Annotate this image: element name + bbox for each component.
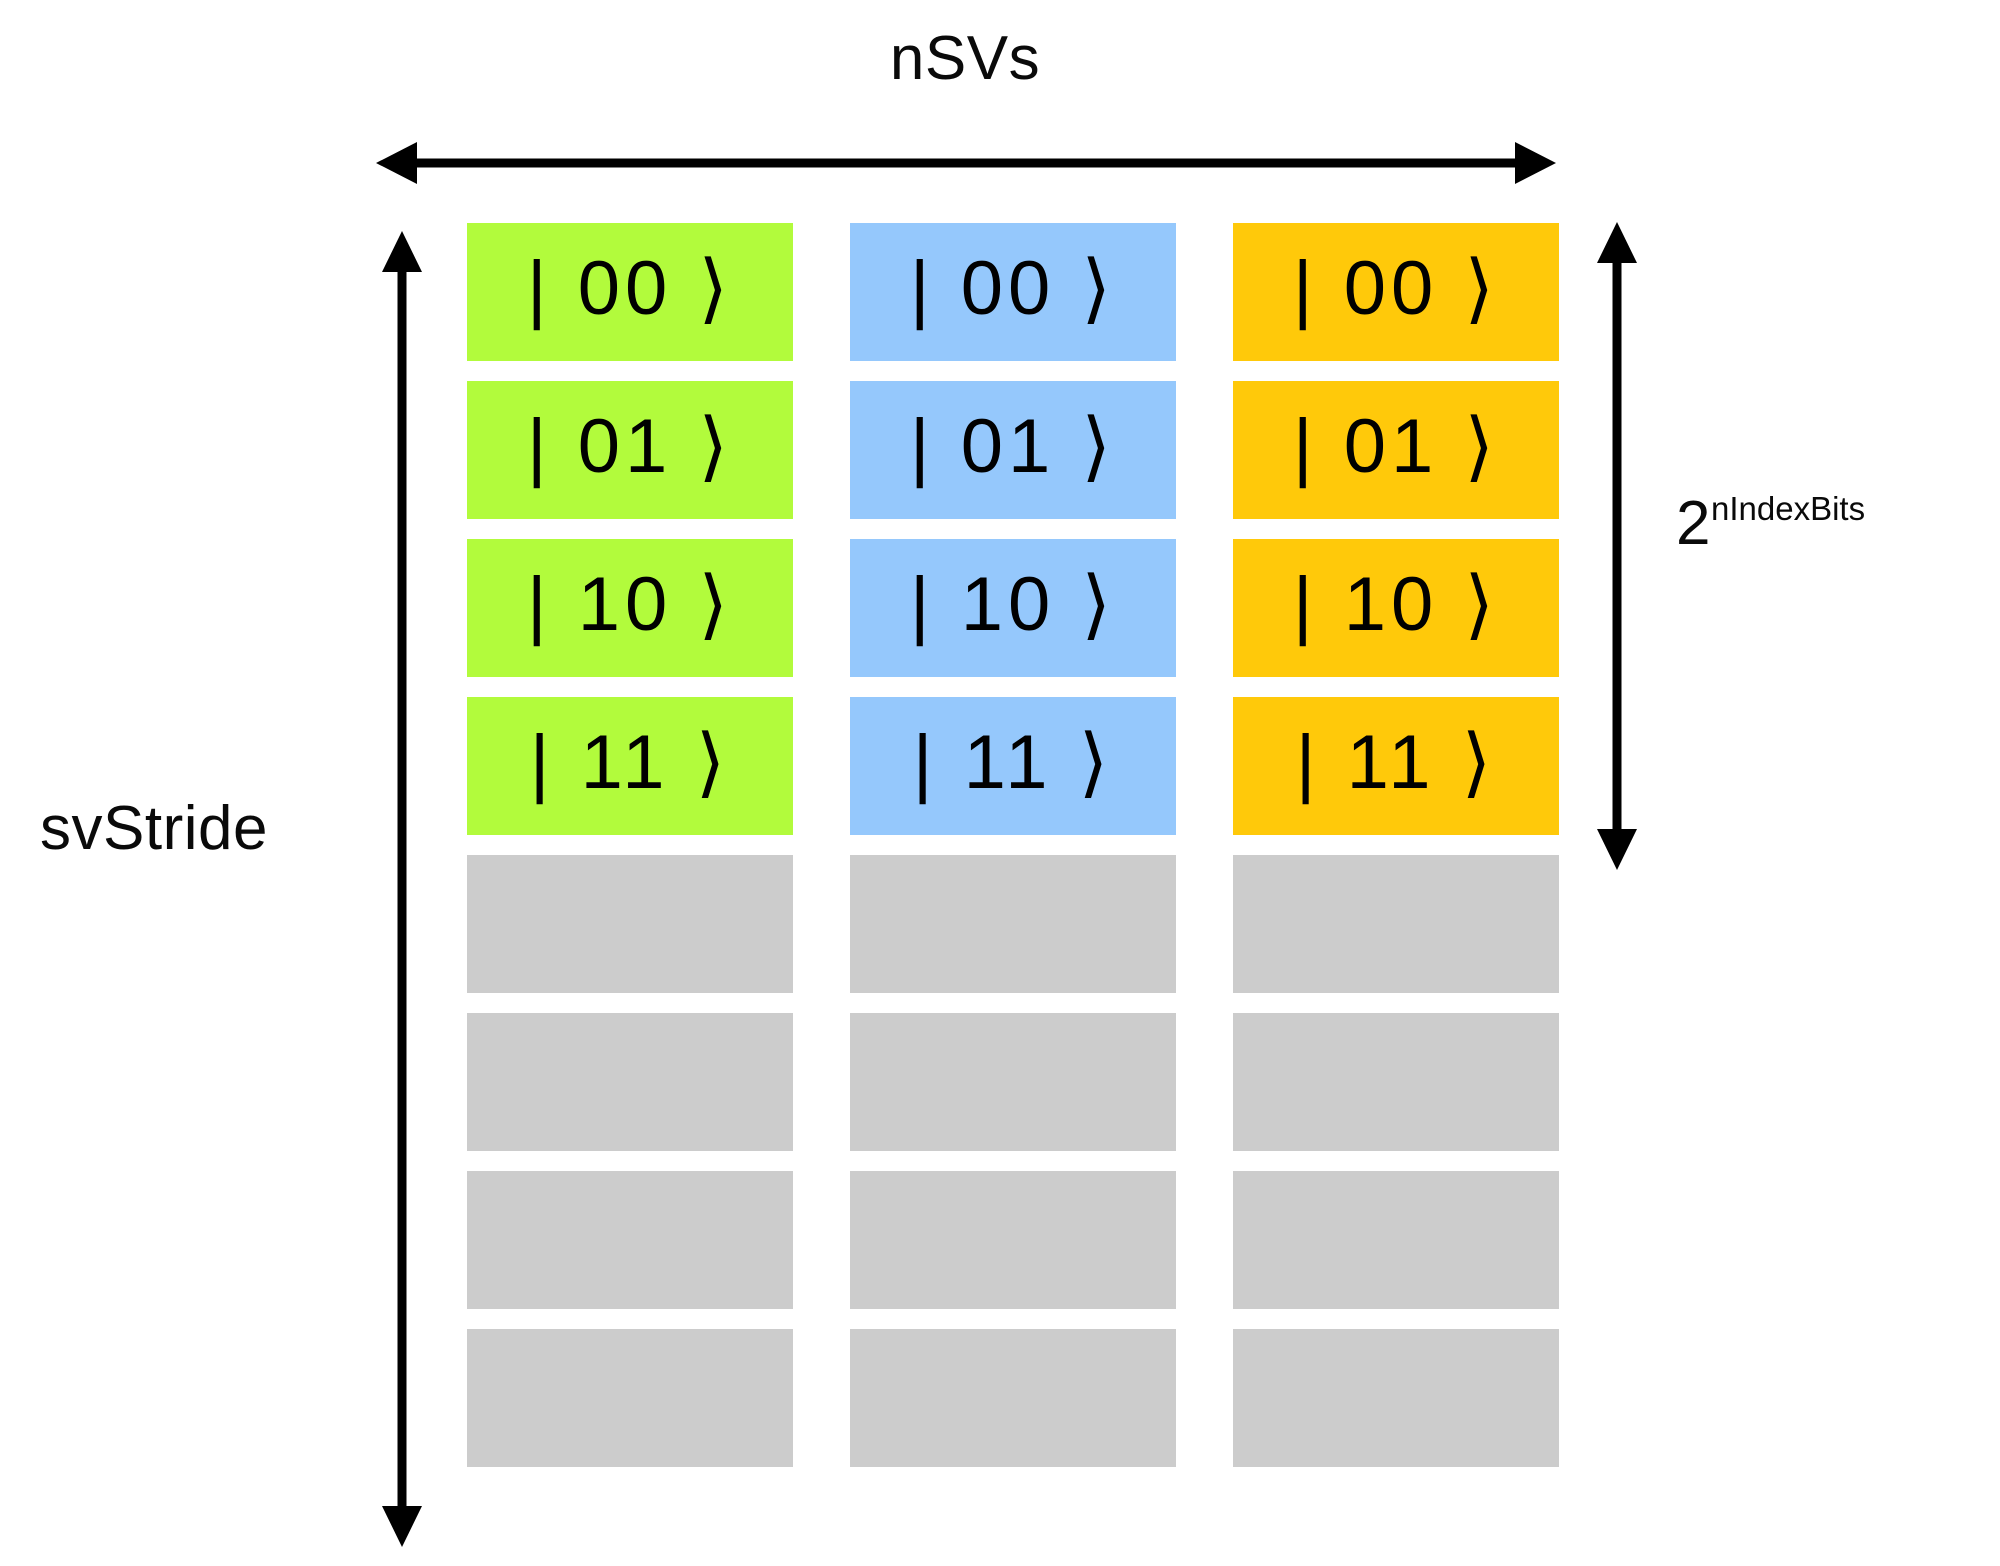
index-bits-arrow-head-top: [1597, 222, 1637, 263]
grid-row: | 00 ⟩ | 00 ⟩ | 00 ⟩: [467, 223, 1559, 361]
index-bits-base: 2: [1676, 489, 1711, 558]
cell-label: | 10 ⟩: [526, 562, 734, 647]
nsvs-span-arrow: [376, 142, 1556, 184]
cell-sv2-row5: [1233, 1013, 1559, 1151]
cell-sv2-row7: [1233, 1329, 1559, 1467]
grid-row-padding: [467, 1013, 1559, 1151]
svstride-span-arrow: [382, 231, 422, 1547]
nsvs-label: nSVs: [889, 24, 1041, 93]
svstride-arrow-head-bottom: [382, 1506, 422, 1547]
cell-sv0-row3: | 11 ⟩: [467, 697, 793, 835]
svstride-label: svStride: [40, 794, 268, 863]
cell-label: | 00 ⟩: [526, 246, 734, 331]
cell-sv2-row4: [1233, 855, 1559, 993]
nsvs-arrow-head-right: [1515, 142, 1556, 184]
cell-sv1-row0: | 00 ⟩: [850, 223, 1176, 361]
index-bits-span-arrow: [1597, 222, 1637, 870]
index-bits-label: 2nIndexBits: [1676, 492, 1865, 555]
cell-sv2-row2: | 10 ⟩: [1233, 539, 1559, 677]
cell-sv0-row2: | 10 ⟩: [467, 539, 793, 677]
cell-sv0-row5: [467, 1013, 793, 1151]
cell-sv1-row1: | 01 ⟩: [850, 381, 1176, 519]
cell-sv0-row7: [467, 1329, 793, 1467]
cell-sv0-row1: | 01 ⟩: [467, 381, 793, 519]
cell-sv2-row0: | 00 ⟩: [1233, 223, 1559, 361]
grid-row: | 11 ⟩ | 11 ⟩ | 11 ⟩: [467, 697, 1559, 835]
cell-label: | 10 ⟩: [909, 562, 1117, 647]
cell-sv1-row6: [850, 1171, 1176, 1309]
cell-label: | 00 ⟩: [1292, 246, 1500, 331]
cell-sv1-row7: [850, 1329, 1176, 1467]
cell-label: | 11 ⟩: [529, 720, 731, 805]
cell-sv2-row6: [1233, 1171, 1559, 1309]
cell-sv1-row2: | 10 ⟩: [850, 539, 1176, 677]
cell-label: | 01 ⟩: [526, 404, 734, 489]
index-bits-arrow-head-bottom: [1597, 829, 1637, 870]
cell-sv2-row1: | 01 ⟩: [1233, 381, 1559, 519]
state-vector-grid: | 00 ⟩ | 00 ⟩ | 00 ⟩ | 01 ⟩ | 01 ⟩ | 01 …: [467, 223, 1559, 1487]
grid-row: | 10 ⟩ | 10 ⟩ | 10 ⟩: [467, 539, 1559, 677]
cell-sv1-row3: | 11 ⟩: [850, 697, 1176, 835]
cell-sv0-row4: [467, 855, 793, 993]
cell-label: | 01 ⟩: [909, 404, 1117, 489]
cell-label: | 11 ⟩: [1295, 720, 1497, 805]
nsvs-arrow-head-left: [376, 142, 417, 184]
cell-sv1-row4: [850, 855, 1176, 993]
cell-label: | 01 ⟩: [1292, 404, 1500, 489]
index-bits-exponent: nIndexBits: [1710, 490, 1866, 527]
grid-row-padding: [467, 855, 1559, 993]
cell-sv0-row6: [467, 1171, 793, 1309]
cell-sv2-row3: | 11 ⟩: [1233, 697, 1559, 835]
grid-row-padding: [467, 1171, 1559, 1309]
cell-label: | 11 ⟩: [912, 720, 1114, 805]
cell-sv1-row5: [850, 1013, 1176, 1151]
cell-sv0-row0: | 00 ⟩: [467, 223, 793, 361]
grid-row-padding: [467, 1329, 1559, 1467]
cell-label: | 10 ⟩: [1292, 562, 1500, 647]
svstride-arrow-head-top: [382, 231, 422, 272]
cell-label: | 00 ⟩: [909, 246, 1117, 331]
grid-row: | 01 ⟩ | 01 ⟩ | 01 ⟩: [467, 381, 1559, 519]
